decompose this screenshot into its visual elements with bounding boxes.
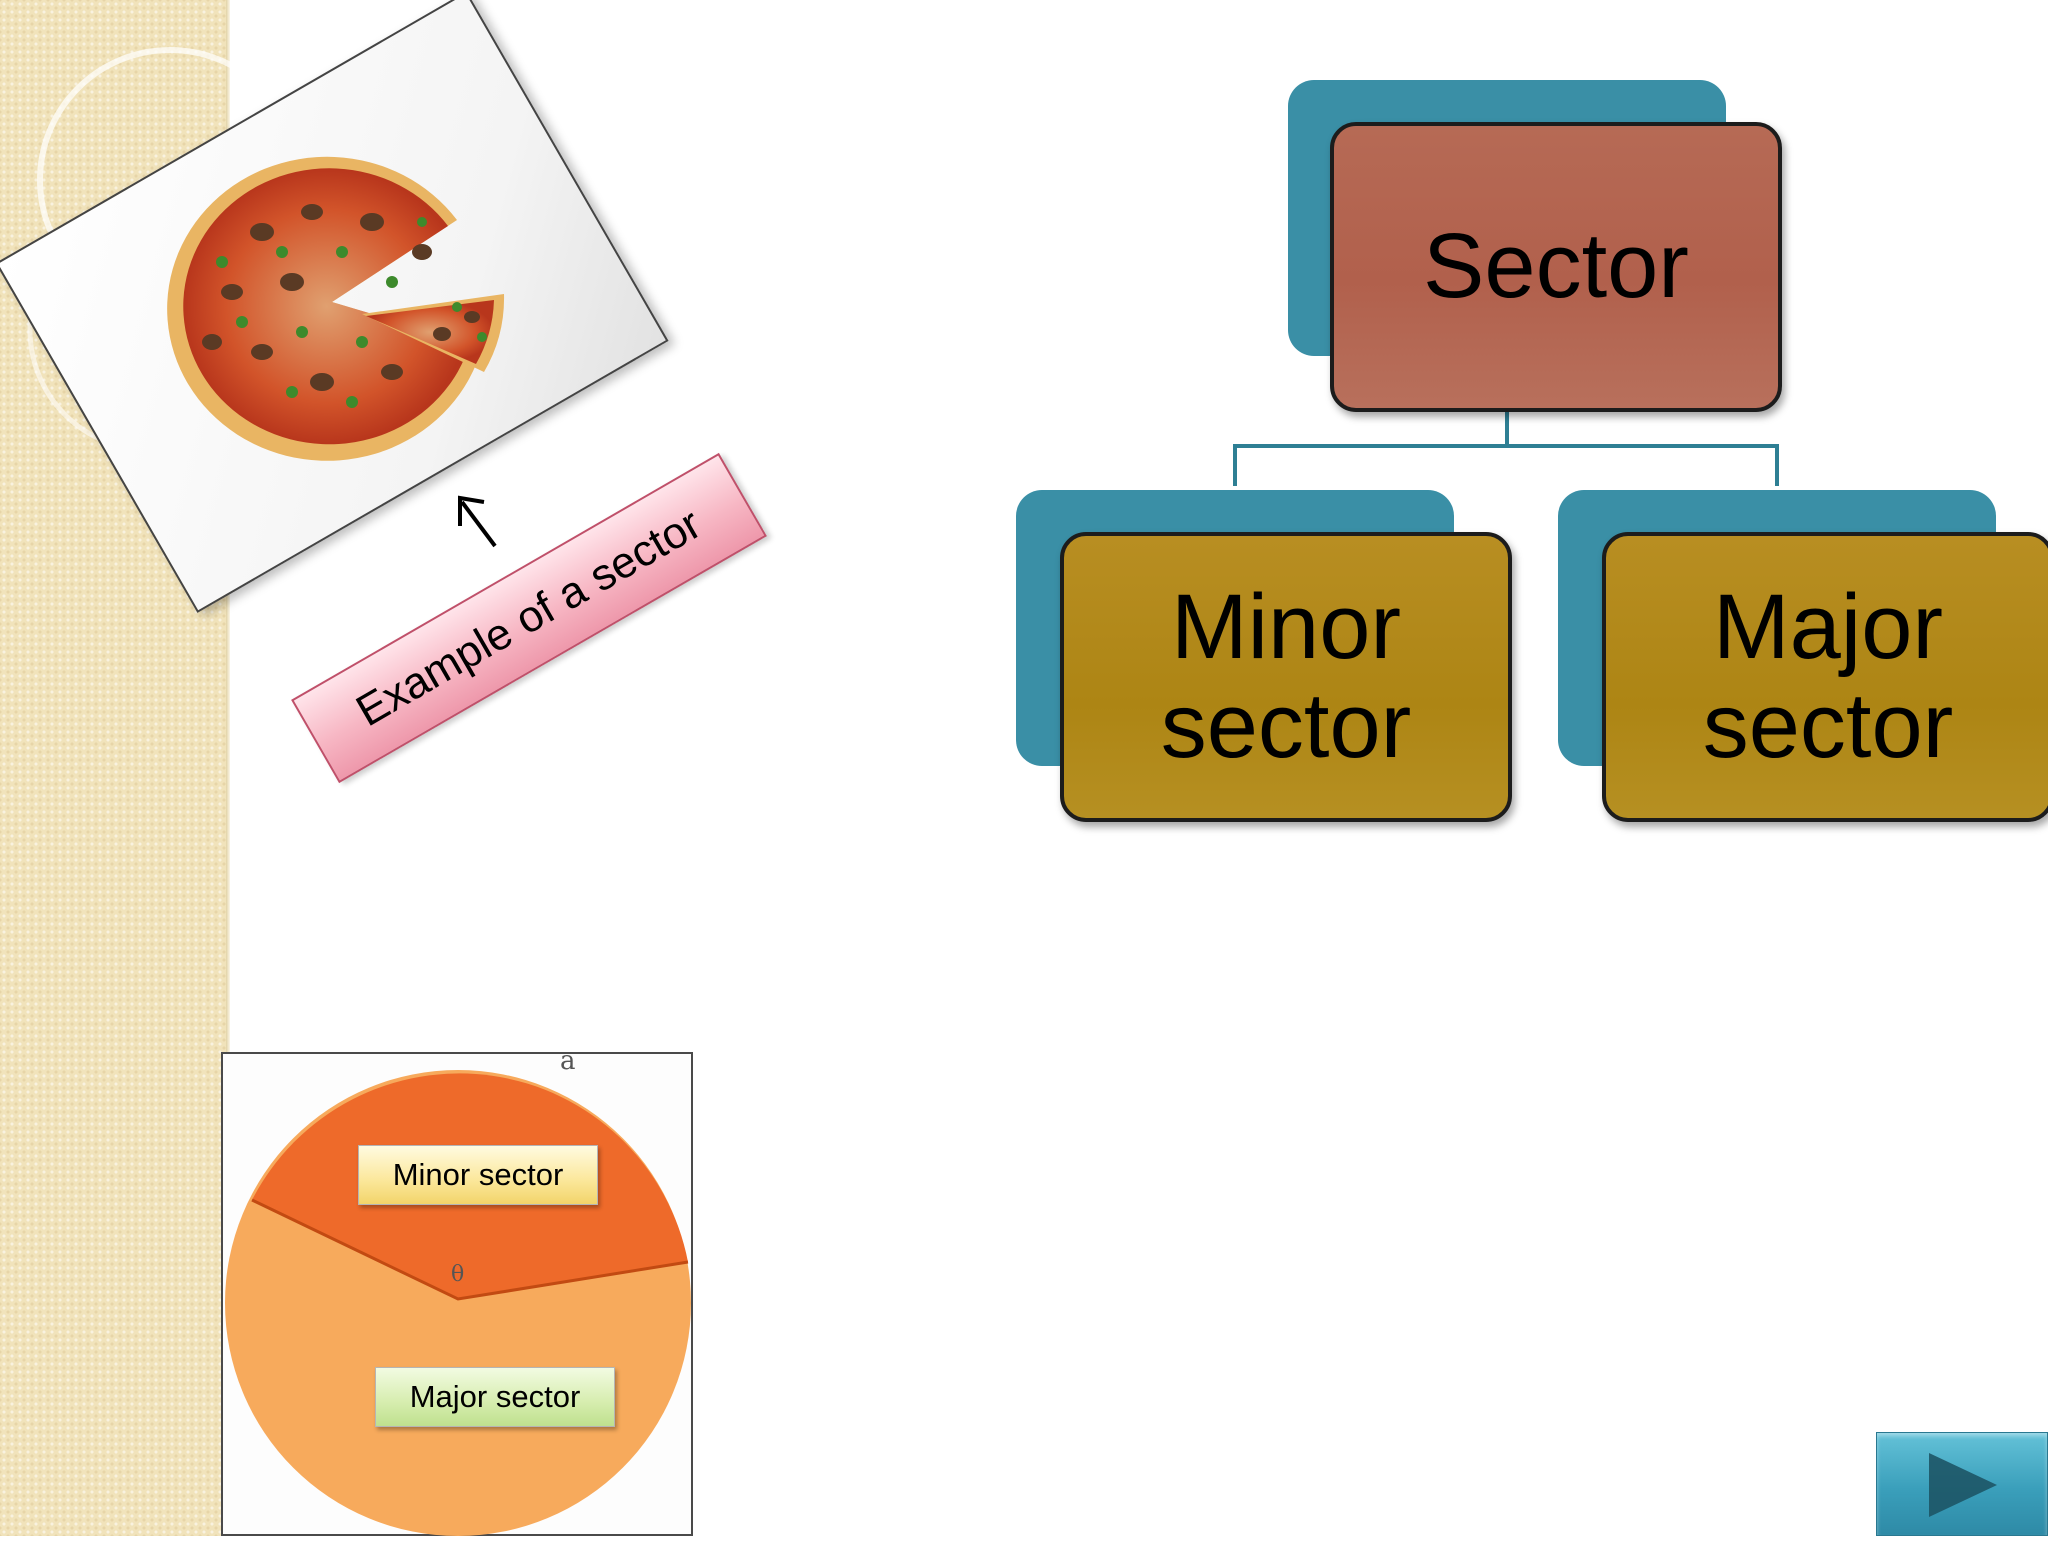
point-label: a <box>560 1046 576 1076</box>
next-slide-button[interactable] <box>1876 1432 2048 1536</box>
sector-node: Sector <box>1330 122 1782 412</box>
pizza-slice-photo-icon <box>167 156 505 461</box>
major-sector-node: Major sector <box>1602 532 2048 822</box>
pizza-photo <box>0 0 669 613</box>
side-strip-edge <box>226 0 230 1536</box>
play-arrow-icon <box>1929 1453 1997 1517</box>
minor-sector-tag: Minor sector <box>358 1145 598 1205</box>
arrow-up-icon <box>458 495 497 548</box>
angle-label: θ <box>451 1262 465 1287</box>
major-sector-tag: Major sector <box>375 1367 615 1427</box>
minor-sector-node: Minor sector <box>1060 532 1512 822</box>
